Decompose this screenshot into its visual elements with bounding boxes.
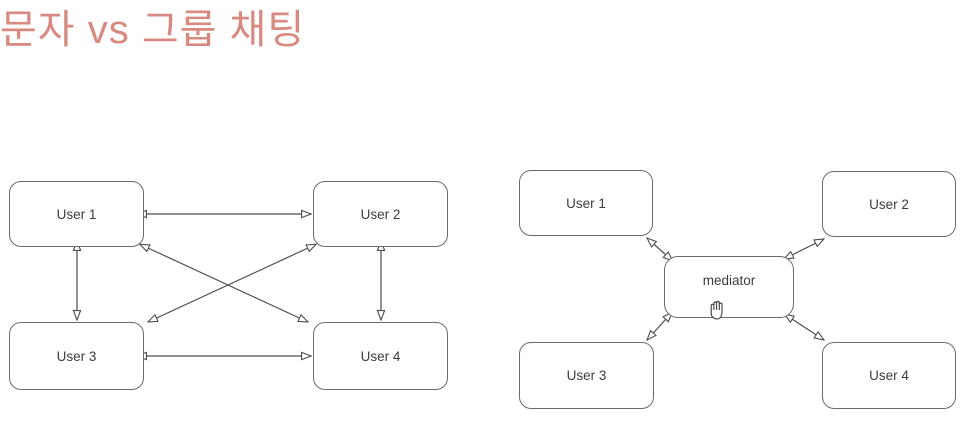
- edge-star-mediator-u2: [792, 239, 824, 255]
- node-label: User 2: [360, 206, 401, 222]
- edge-star-mediator-u1: [647, 238, 666, 255]
- edge-star-mediator-u3: [647, 319, 666, 340]
- node-label: User 2: [869, 196, 909, 212]
- edge-mesh-u2-u3: [148, 248, 308, 322]
- node-label: User 4: [869, 368, 909, 383]
- node-star-mediator[interactable]: mediator: [664, 256, 794, 318]
- diagram-mediator-star: User 1 User 2 User 3 User 4 mediator: [490, 150, 963, 436]
- node-label: User 3: [56, 348, 97, 364]
- node-label: User 4: [360, 348, 401, 364]
- edge-star-mediator-u4: [792, 319, 824, 340]
- node-label: User 1: [566, 195, 606, 211]
- star-edges-layer: [490, 150, 963, 436]
- node-star-user-4[interactable]: User 4: [822, 342, 956, 409]
- node-star-user-1[interactable]: User 1: [519, 170, 653, 236]
- node-label: mediator: [702, 272, 756, 288]
- node-label: User 3: [566, 368, 607, 383]
- node-mesh-user-2[interactable]: User 2: [313, 181, 448, 247]
- node-mesh-user-4[interactable]: User 4: [313, 322, 448, 390]
- node-star-user-2[interactable]: User 2: [822, 171, 956, 237]
- mesh-edges-layer: [0, 150, 480, 436]
- node-mesh-user-3[interactable]: User 3: [9, 322, 144, 390]
- node-label: User 1: [56, 206, 97, 222]
- diagram-peer-to-peer-mesh: User 1 User 2 User 3 User 4: [0, 150, 480, 436]
- node-mesh-user-1[interactable]: User 1: [9, 181, 144, 247]
- page-title: 문자 vs 그룹 채팅: [0, 8, 306, 52]
- node-star-user-3[interactable]: User 3: [519, 342, 654, 409]
